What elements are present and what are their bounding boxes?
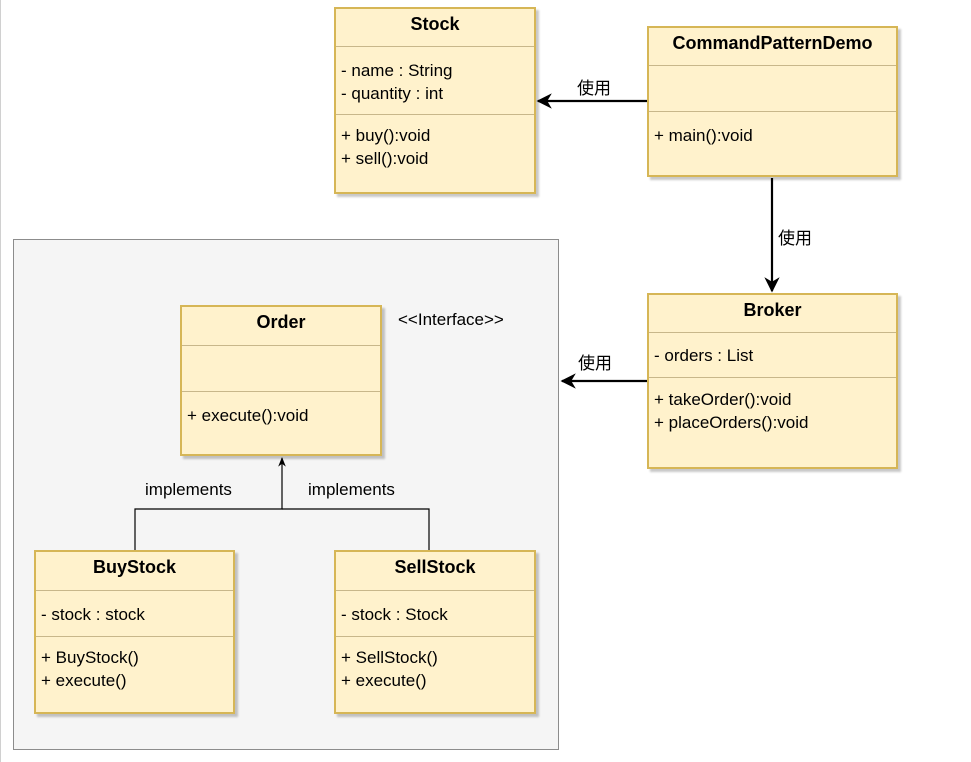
method-sell-stock: + SellStock() bbox=[341, 648, 438, 667]
method-execute: + execute() bbox=[341, 670, 427, 690]
class-stock-member-divider bbox=[336, 114, 534, 115]
class-sell-stock-member-divider bbox=[336, 636, 534, 637]
method-sell: + sell():void bbox=[341, 148, 429, 168]
label-demo-uses-stock: 使用 bbox=[577, 79, 611, 98]
method-buy-stock: + BuyStock() bbox=[41, 648, 139, 667]
class-stock-methods: + buy():void + sell():void bbox=[341, 125, 530, 170]
class-buy-stock-title: BuyStock bbox=[92, 557, 177, 577]
class-broker-attributes: - orders : List bbox=[654, 345, 892, 368]
class-stock-title-divider bbox=[336, 46, 534, 47]
label-broker-uses-orders: 使用 bbox=[578, 354, 612, 373]
class-buy-stock-title-divider bbox=[36, 590, 233, 591]
method-take-order: + takeOrder():void bbox=[654, 390, 792, 409]
method-main: + main():void bbox=[654, 126, 753, 145]
class-sell-stock[interactable]: SellStock - stock : Stock + SellStock() … bbox=[334, 550, 536, 714]
class-command-pattern-demo-title-divider bbox=[649, 65, 896, 66]
class-buy-stock-member-divider bbox=[36, 636, 233, 637]
class-buy-stock-methods: + BuyStock() + execute() bbox=[41, 647, 229, 692]
attribute-stock: - stock : Stock bbox=[341, 605, 448, 624]
class-broker[interactable]: Broker - orders : List + takeOrder():voi… bbox=[647, 293, 898, 469]
attribute-stock: - stock : stock bbox=[41, 605, 145, 624]
class-command-pattern-demo-member-divider bbox=[649, 111, 896, 112]
method-place-orders: + placeOrders():void bbox=[654, 412, 809, 432]
label-demo-uses-broker: 使用 bbox=[778, 229, 812, 248]
class-broker-methods: + takeOrder():void + placeOrders():void bbox=[654, 389, 892, 434]
label-interface-stereotype: <<Interface>> bbox=[398, 310, 504, 329]
class-broker-member-divider bbox=[649, 377, 896, 378]
class-broker-title-divider bbox=[649, 332, 896, 333]
class-broker-title: Broker bbox=[743, 300, 802, 320]
attribute-quantity: - quantity : int bbox=[341, 83, 444, 103]
class-order-methods: + execute():void bbox=[187, 405, 376, 428]
class-command-pattern-demo[interactable]: CommandPatternDemo + main():void bbox=[647, 26, 898, 177]
arrow-sellstock-implements-order[interactable] bbox=[282, 508, 430, 550]
method-execute: + execute():void bbox=[187, 406, 309, 425]
class-order-member-divider bbox=[182, 391, 380, 392]
method-buy: + buy():void bbox=[341, 126, 431, 145]
label-buystock-implements: implements bbox=[145, 480, 232, 499]
class-stock[interactable]: Stock - name : String - quantity : int +… bbox=[334, 7, 536, 194]
attribute-name: - name : String bbox=[341, 61, 453, 80]
arrow-buystock-implements-order[interactable] bbox=[134, 457, 286, 550]
class-order-title: Order bbox=[256, 312, 306, 332]
class-sell-stock-title: SellStock bbox=[394, 557, 476, 577]
class-command-pattern-demo-title: CommandPatternDemo bbox=[672, 33, 873, 53]
class-buy-stock-attributes: - stock : stock bbox=[41, 604, 229, 627]
label-sellstock-implements: implements bbox=[308, 480, 395, 499]
method-execute: + execute() bbox=[41, 670, 127, 690]
class-command-pattern-demo-methods: + main():void bbox=[654, 125, 892, 148]
attribute-orders: - orders : List bbox=[654, 346, 754, 365]
class-order[interactable]: Order + execute():void bbox=[180, 305, 382, 456]
class-order-title-divider bbox=[182, 345, 380, 346]
class-stock-title: Stock bbox=[410, 14, 460, 34]
class-stock-attributes: - name : String - quantity : int bbox=[341, 60, 530, 105]
class-sell-stock-attributes: - stock : Stock bbox=[341, 604, 530, 627]
class-sell-stock-title-divider bbox=[336, 590, 534, 591]
class-buy-stock[interactable]: BuyStock - stock : stock + BuyStock() + … bbox=[34, 550, 235, 714]
canvas-left-edge bbox=[0, 0, 1, 762]
class-sell-stock-methods: + SellStock() + execute() bbox=[341, 647, 530, 692]
